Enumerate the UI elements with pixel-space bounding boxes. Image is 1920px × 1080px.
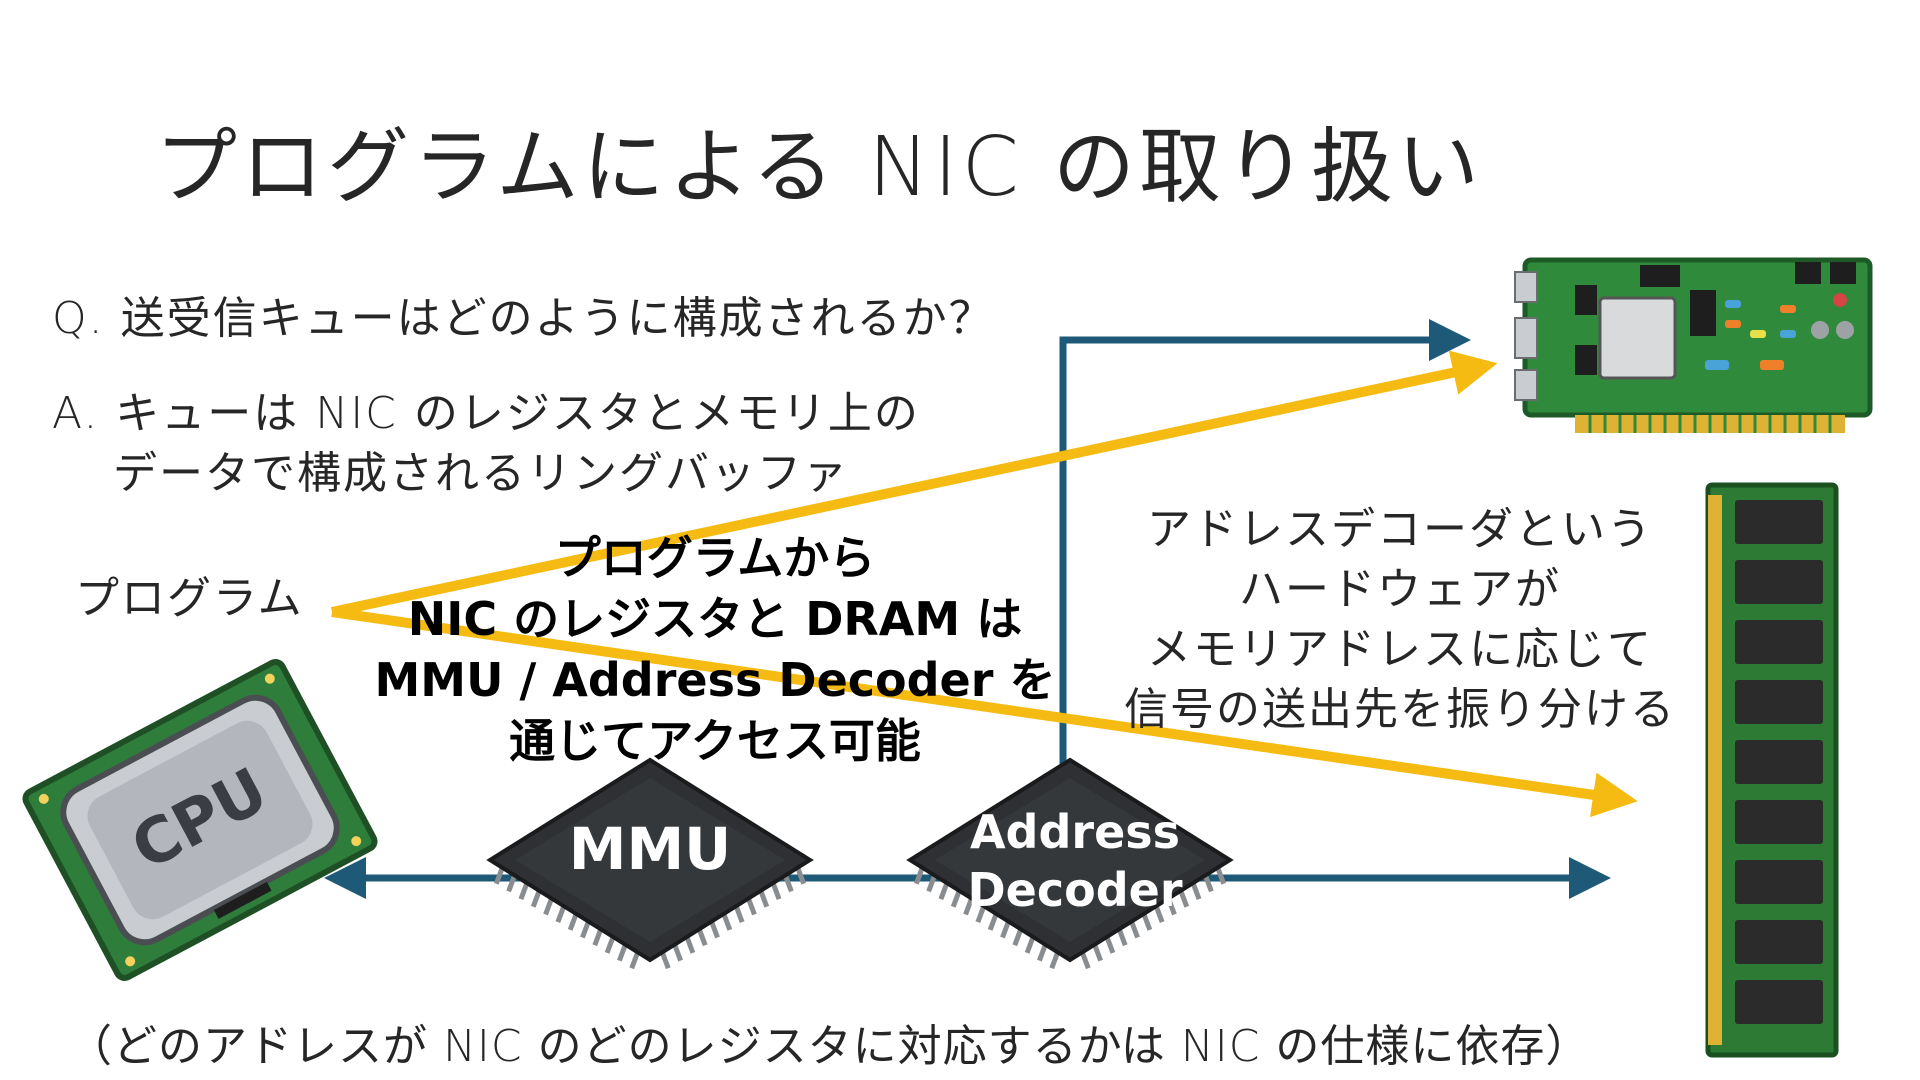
address-decoder-label-line2: Decoder [967, 863, 1183, 917]
callout-line4: 通じてアクセス可能 [509, 714, 921, 768]
callout-line1: プログラムから [554, 531, 876, 585]
address-decoder-label-line1: Address [969, 805, 1181, 859]
address-decoder-label: Address Decoder [955, 803, 1195, 919]
decoder-note-line2: ハードウェアが [1239, 564, 1561, 615]
mmu-label: MMU [568, 815, 732, 883]
callout-line2: NIC のレジスタと DRAM は [407, 592, 1023, 646]
decoder-note: アドレスデコーダという ハードウェアが メモリアドレスに応じて 信号の送出先を振… [1090, 500, 1710, 740]
program-label: プログラム [75, 573, 304, 624]
program-to-nic-arrow [330, 350, 1498, 617]
answer-text-line1: A. キューは NIC のレジスタとメモリ上の [52, 388, 920, 439]
answer-text-line2: データで構成されるリングバッファ [113, 448, 849, 499]
access-callout: プログラムから NIC のレジスタと DRAM は MMU / Address … [355, 528, 1075, 772]
callout-line3: MMU / Address Decoder を [374, 653, 1056, 707]
page-title: プログラムによる NIC の取り扱い [155, 120, 1483, 215]
decoder-note-line1: アドレスデコーダという [1147, 504, 1653, 555]
decoder-to-nic-arrow [1059, 319, 1471, 770]
decoder-note-line4: 信号の送出先を振り分ける [1124, 684, 1676, 735]
decoder-note-line3: メモリアドレスに応じて [1147, 624, 1653, 675]
footnote: （どのアドレスが NIC のどのレジスタに対応するかは NIC の仕様に依存） [68, 1021, 1591, 1072]
program-to-dram-arrow [331, 607, 1638, 818]
question-text: Q. 送受信キューはどのように構成されるか？ [52, 293, 995, 344]
